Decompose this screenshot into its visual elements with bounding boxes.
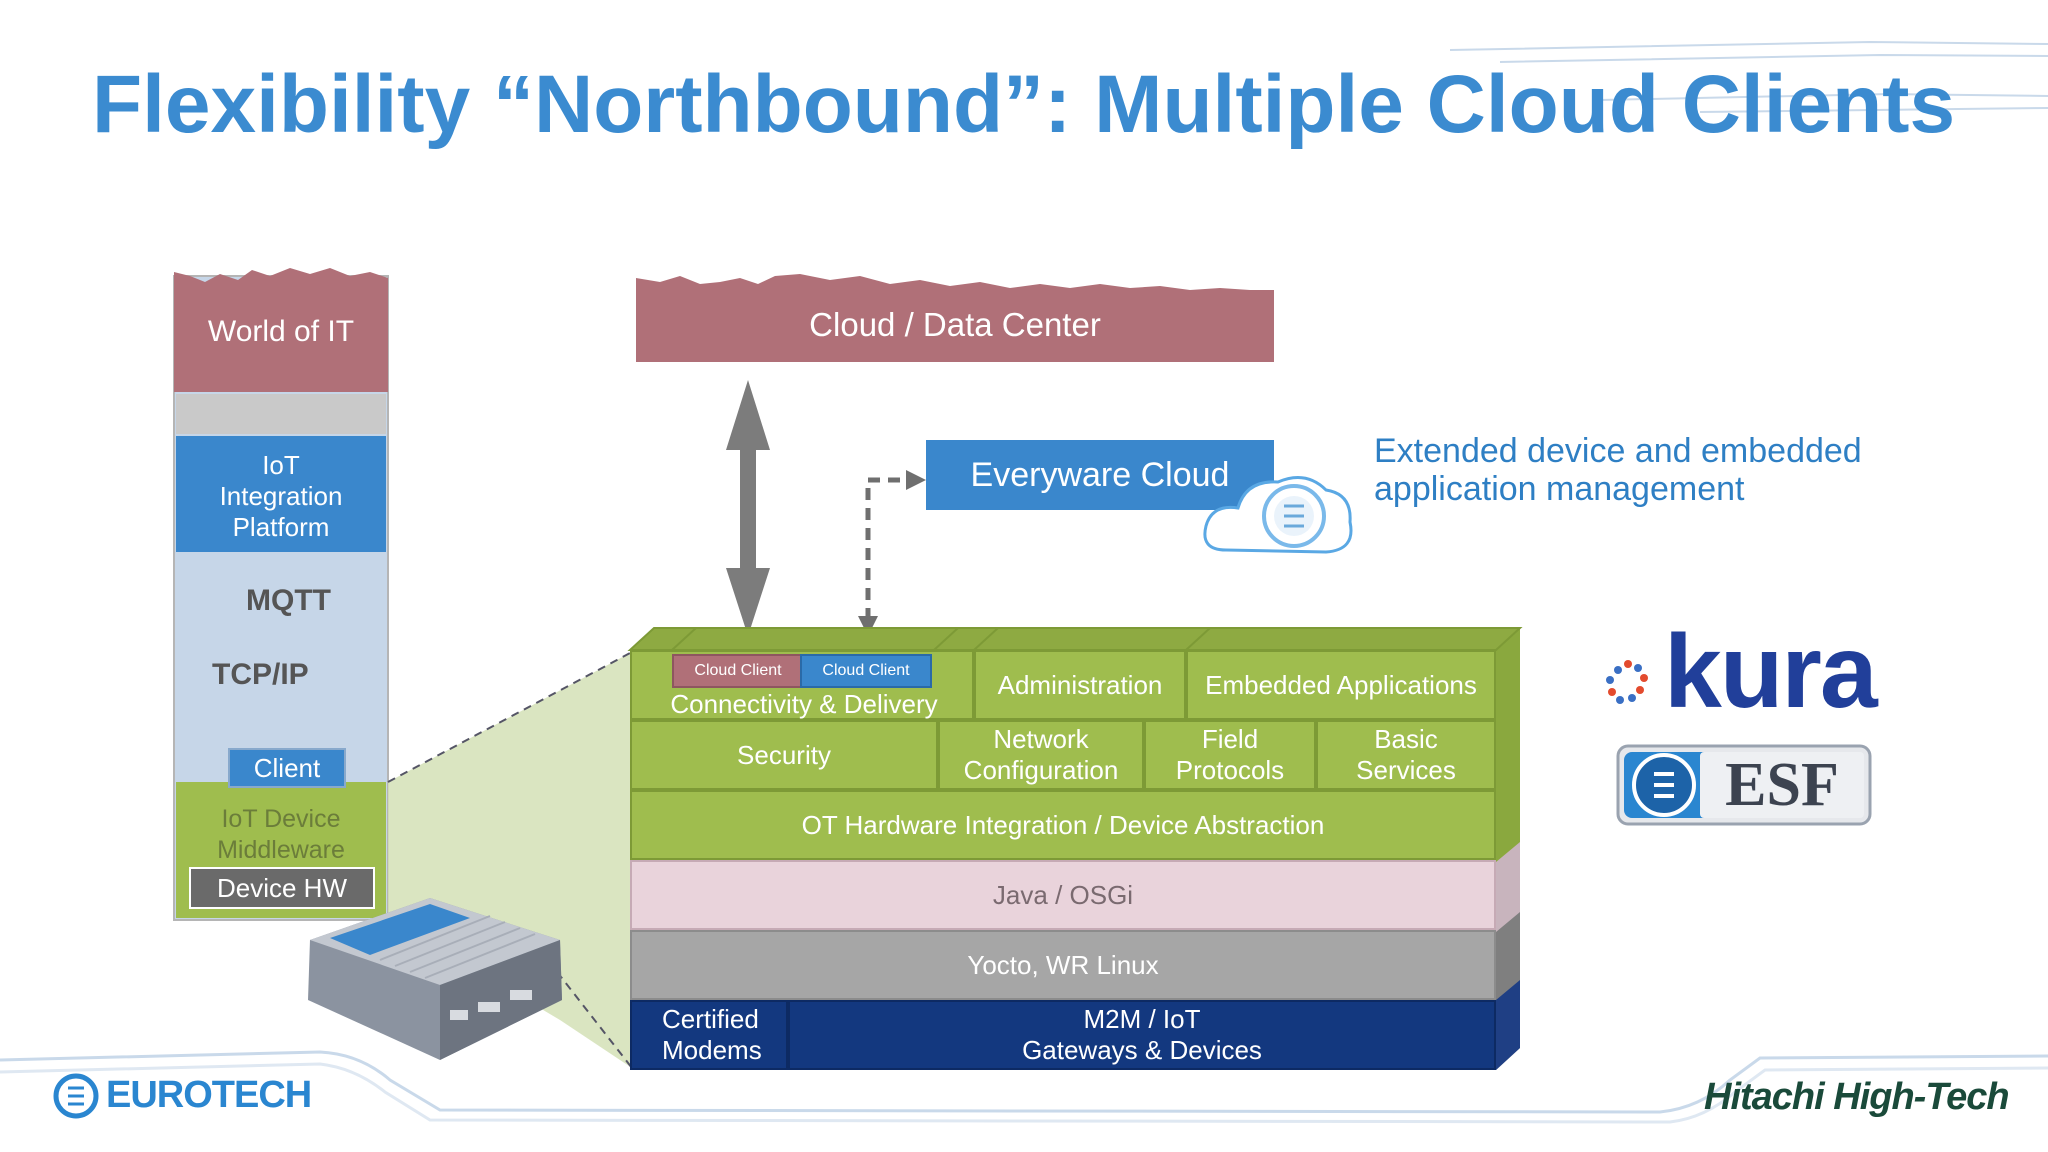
stack-top-face: [627, 627, 1523, 651]
left-gray-band: [176, 394, 386, 434]
zoom-connector: [388, 652, 632, 1068]
tcp-ip-label: TCP/IP: [212, 658, 309, 691]
eurotech-logo-text: EUROTECH: [106, 1074, 312, 1116]
administration-block: Administration: [974, 650, 1186, 720]
connectivity-delivery-block: Cloud Client Cloud Client Connectivity &…: [630, 650, 974, 720]
dashed-arrow: [858, 470, 926, 636]
client-label: Client: [253, 752, 321, 783]
esf-stack: Cloud Client Cloud Client Connectivity &…: [630, 650, 1496, 1070]
cloud-icon: [1203, 476, 1353, 554]
decorative-swoosh-bottom: [0, 1050, 2048, 1124]
world-of-it-label: World of IT: [207, 314, 355, 348]
basic-services-block: Basic Services: [1316, 720, 1496, 790]
gateway-device-image: [308, 898, 562, 1060]
decorative-lines-top: [1449, 40, 2048, 113]
security-block: Security: [630, 720, 938, 790]
extended-management-note: Extended device and embedded application…: [1374, 432, 1862, 508]
m2m-iot-gateways-block: M2M / IoT Gateways & Devices: [788, 1000, 1496, 1070]
iot-integration-platform-label: IoT Integration Platform: [219, 449, 343, 542]
field-protocols-block: Field Protocols: [1144, 720, 1316, 790]
certified-modems-block: Certified Modems: [630, 1000, 788, 1070]
device-hw-label: Device HW: [216, 872, 347, 903]
device-hw-box: [189, 867, 375, 909]
yocto-linux-block: Yocto, WR Linux: [630, 930, 1496, 1000]
page-title: Flexibility “Northbound”: Multiple Cloud…: [92, 59, 1956, 150]
everyware-cloud-box: [926, 440, 1274, 510]
world-of-it-shape: [174, 268, 388, 392]
java-osgi-block: Java / OSGi: [630, 860, 1496, 930]
mqtt-label: MQTT: [246, 584, 331, 617]
everyware-cloud-label: Everyware Cloud: [970, 455, 1230, 494]
cloud-client-2: Cloud Client: [800, 654, 932, 688]
kura-dots-icon: [1606, 660, 1648, 704]
kura-logo: kura: [1664, 614, 1878, 730]
eurotech-logo-icon: [53, 1073, 99, 1119]
esf-logo-graphic: [1616, 744, 1872, 826]
esf-logo-text: ESF: [1725, 750, 1839, 819]
embedded-applications-block: Embedded Applications: [1186, 650, 1496, 720]
network-configuration-block: Network Configuration: [938, 720, 1144, 790]
hitachi-logo-text: Hitachi High-Tech: [1704, 1076, 2010, 1118]
cloud-data-center-label: Cloud / Data Center: [809, 305, 1101, 343]
bidirectional-arrow: [726, 380, 770, 636]
ot-hardware-block: OT Hardware Integration / Device Abstrac…: [630, 790, 1496, 860]
cloud-client-1: Cloud Client: [672, 654, 804, 688]
client-box: [228, 748, 346, 788]
cloud-data-center-shape: [636, 274, 1274, 362]
connectivity-delivery-label: Connectivity & Delivery: [670, 688, 938, 719]
iot-integration-platform-box: [176, 436, 386, 552]
iot-device-middleware-label: IoT Device Middleware: [217, 805, 345, 864]
